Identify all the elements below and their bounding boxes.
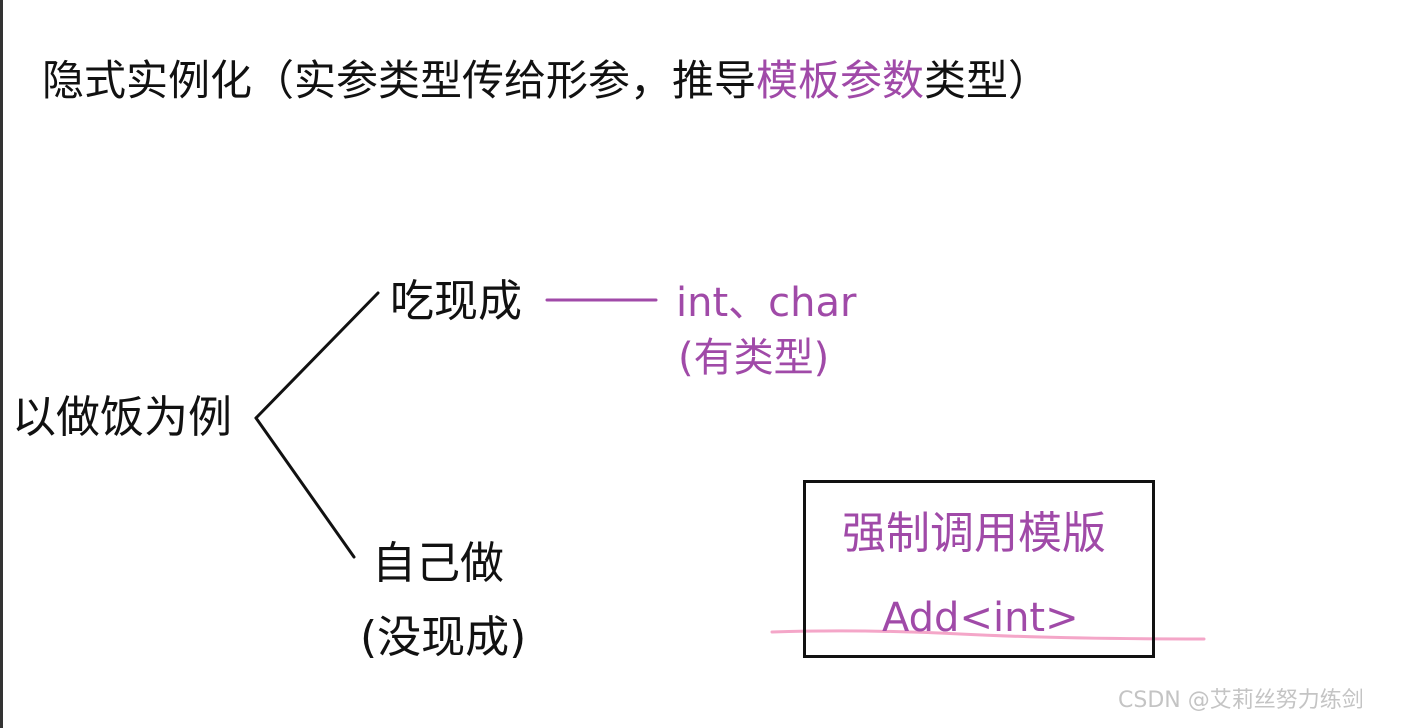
title-suffix: 类型） xyxy=(924,56,1051,105)
explicit-instantiation-box xyxy=(803,480,1155,658)
page-title: 隐式实例化（实参类型传给形参，推导模板参数类型） xyxy=(42,60,1050,102)
hand-underline xyxy=(770,629,1206,641)
top-leaf-note: (有类型) xyxy=(678,335,830,381)
title-prefix: 隐式实例化（实参类型传给形参，推导 xyxy=(42,56,757,105)
connector-root-to-top xyxy=(254,291,380,420)
explicit-box-code: Add<int> xyxy=(882,595,1079,641)
window-left-edge xyxy=(0,0,3,728)
root-node-label: 以做饭为例 xyxy=(12,392,232,443)
title-highlight: 模板参数 xyxy=(756,56,925,105)
bottom-branch-note: (没现成) xyxy=(360,612,527,663)
explicit-box-heading: 强制调用模版 xyxy=(842,508,1106,559)
bottom-branch-label: 自己做 xyxy=(372,538,504,589)
top-branch-label: 吃现成 xyxy=(390,276,522,327)
top-leaf-label: int、char xyxy=(676,280,857,326)
connector-root-to-bottom xyxy=(254,416,356,559)
watermark: CSDN @艾莉丝努力练剑 xyxy=(1118,688,1364,713)
